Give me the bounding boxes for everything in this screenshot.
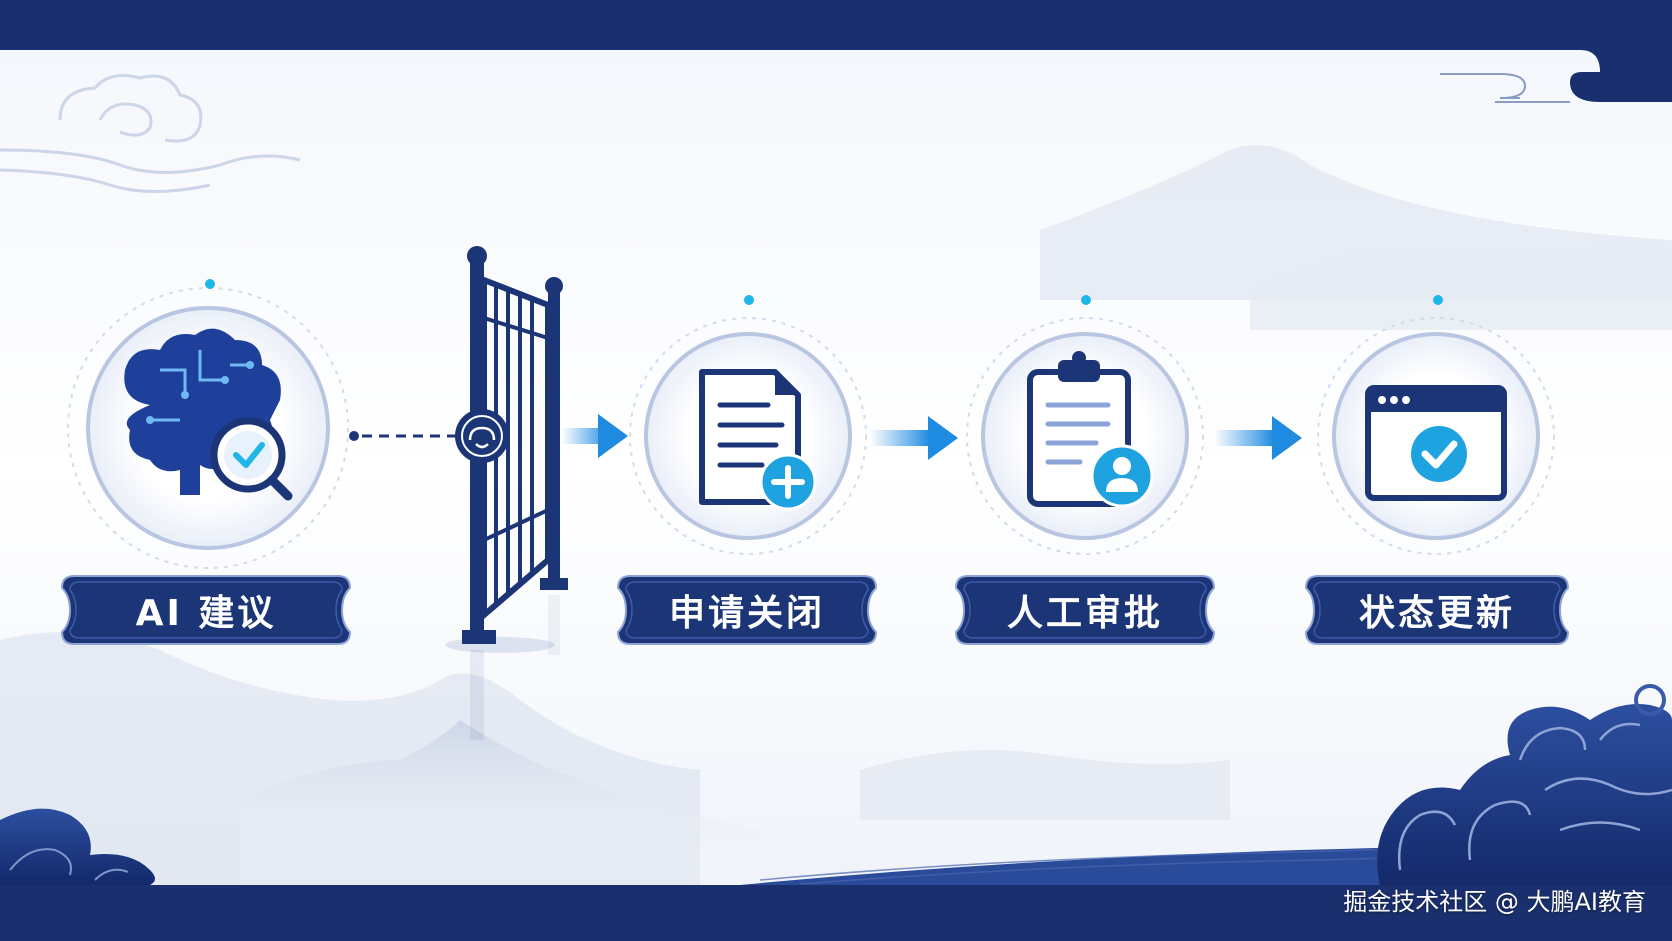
brain-search-icon bbox=[124, 328, 293, 501]
step-label-text: AI 建议 bbox=[135, 593, 277, 634]
step-label-text: 状态更新 bbox=[1358, 593, 1515, 634]
step-label-text: 申请关闭 bbox=[668, 593, 825, 634]
step-label-status-update: 状态更新 bbox=[1304, 574, 1570, 646]
step-label-ai-suggestion: AI 建议 bbox=[60, 574, 352, 646]
step-label-request-close: 申请关闭 bbox=[616, 574, 878, 646]
arrow-right-icon bbox=[870, 416, 958, 460]
document-add-icon bbox=[699, 369, 817, 511]
watermark: 掘金技术社区 @ 大鹏AI教育 bbox=[1343, 888, 1646, 916]
gate-icon bbox=[445, 246, 568, 740]
arrow-right-icon bbox=[562, 414, 628, 458]
step-label-manual-approval: 人工审批 bbox=[954, 574, 1216, 646]
clipboard-user-icon bbox=[1027, 351, 1154, 508]
step-label-text: 人工审批 bbox=[1006, 593, 1163, 634]
arrow-right-icon bbox=[1214, 416, 1302, 460]
browser-check-icon bbox=[1365, 385, 1507, 501]
connector-dashed bbox=[349, 431, 455, 441]
